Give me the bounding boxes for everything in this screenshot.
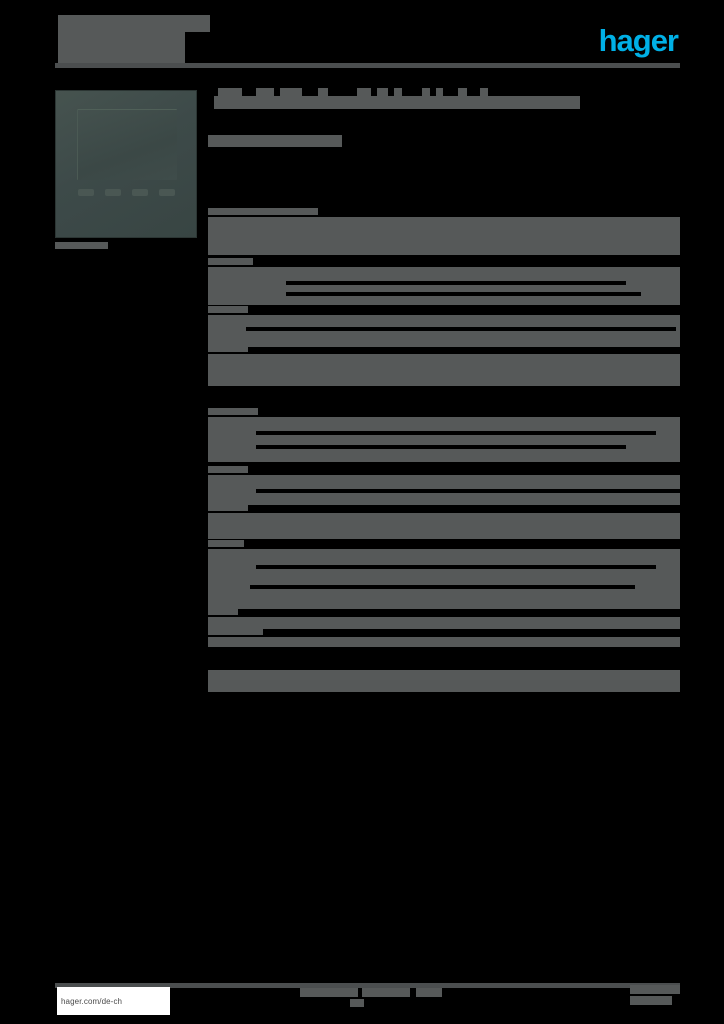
- page-footer: hager.com/de-ch: [55, 983, 680, 1015]
- section-band-6-label: [208, 466, 248, 473]
- section-band-9-label: [208, 608, 238, 615]
- footer-right-block-2: [630, 996, 672, 1005]
- headline-ascender-5: [357, 88, 371, 96]
- headline-block: [208, 88, 680, 126]
- product-image: [55, 90, 197, 238]
- footer-center-block-4: [350, 999, 364, 1007]
- footer-page-number: [630, 985, 680, 1007]
- document-title-line-2: [58, 32, 185, 65]
- section-band-7-body: [208, 513, 680, 539]
- headline-ascender-8: [422, 88, 430, 96]
- product-button-row: [78, 189, 175, 201]
- section-band-10-label: [208, 628, 263, 635]
- section-band-3: [208, 306, 680, 347]
- footer-url-text: hager.com/de-ch: [61, 996, 123, 1006]
- headline-ascender-1: [218, 88, 242, 96]
- section-band-4-body: [208, 354, 680, 386]
- section-band-9-body: [208, 617, 680, 629]
- section-band-3-body: [208, 315, 680, 347]
- section-band-11-body: [208, 670, 680, 692]
- headline-ascender-4: [318, 88, 328, 96]
- headline-ascender-10: [458, 88, 467, 96]
- product-display-screen: [77, 109, 177, 180]
- product-button-2: [105, 189, 121, 196]
- section-band-8-gap-2: [250, 585, 635, 589]
- product-button-1: [78, 189, 94, 196]
- page-header: hager: [55, 10, 680, 70]
- headline-ascenders: [208, 88, 680, 96]
- headline-ascender-9: [436, 88, 443, 96]
- product-button-3: [132, 189, 148, 196]
- section-band-3-gap-1: [246, 327, 676, 331]
- section-band-5: [208, 408, 680, 462]
- section-band-2-gap-2: [286, 292, 641, 296]
- section-band-5-gap-2: [256, 445, 626, 449]
- subheadline-text: [208, 135, 342, 147]
- section-band-2: [208, 258, 680, 305]
- section-band-5-gap-1: [256, 431, 656, 435]
- section-band-5-label: [208, 408, 258, 415]
- headline-ascender-11: [480, 88, 488, 96]
- section-band-1: [208, 208, 680, 255]
- section-band-11: [208, 670, 680, 692]
- headline-ascender-6: [377, 88, 388, 96]
- section-band-9: [208, 608, 680, 629]
- section-band-8-gap-1: [256, 565, 656, 569]
- section-band-3-label: [208, 306, 248, 313]
- headline-ascender-2: [256, 88, 274, 96]
- section-band-2-body: [208, 267, 680, 305]
- section-band-6-gap-1: [256, 489, 686, 493]
- footer-center-block-2: [362, 988, 410, 997]
- footer-divider: [55, 983, 680, 988]
- section-band-7: [208, 504, 680, 539]
- footer-center-text: [300, 988, 510, 1008]
- section-band-6: [208, 466, 686, 505]
- section-band-8: [208, 540, 680, 609]
- spec-section-list: [208, 147, 686, 707]
- section-band-4-label: [208, 345, 248, 352]
- section-band-7-label: [208, 504, 248, 511]
- section-band-8-label: [208, 540, 244, 547]
- section-band-2-gap-1: [286, 281, 626, 285]
- section-band-1-label: [208, 208, 318, 215]
- left-column: [55, 90, 197, 249]
- product-button-4: [159, 189, 175, 196]
- footer-right-block-1: [630, 985, 680, 994]
- section-band-8-body: [208, 549, 680, 609]
- document-title-line-1: [58, 15, 210, 32]
- section-band-5-body: [208, 417, 680, 462]
- headline-text: [214, 96, 580, 109]
- footer-url-box[interactable]: hager.com/de-ch: [57, 987, 170, 1015]
- header-divider: [55, 63, 680, 68]
- footer-center-block-1: [300, 988, 358, 997]
- section-band-10: [208, 628, 680, 647]
- hager-logo: hager: [598, 23, 679, 58]
- section-band-4: [208, 345, 680, 386]
- section-band-2-label: [208, 258, 253, 265]
- product-image-caption: [55, 242, 108, 249]
- section-band-1-body: [208, 217, 680, 255]
- footer-center-block-3: [416, 988, 442, 997]
- section-band-10-body: [208, 637, 680, 647]
- content-column: [208, 88, 686, 707]
- headline-ascender-7: [394, 88, 402, 96]
- headline-ascender-3: [280, 88, 302, 96]
